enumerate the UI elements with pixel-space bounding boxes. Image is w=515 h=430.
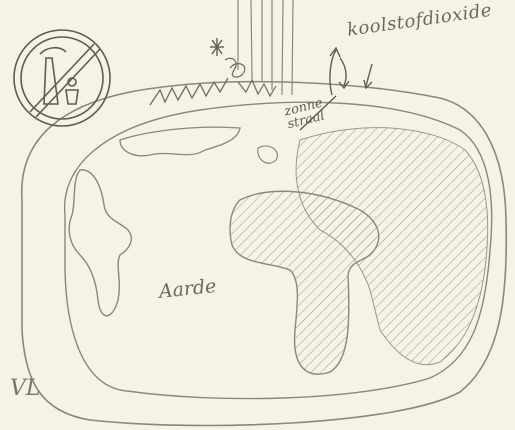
- asterisk-icon: [210, 38, 224, 56]
- sun-rays: [238, 0, 293, 95]
- scribble-mark: [225, 58, 245, 77]
- continent-small: [258, 146, 278, 163]
- no-pollution-sign-icon: [14, 30, 110, 126]
- continent-africa: [230, 191, 379, 374]
- label-corner-initials: VL: [10, 378, 41, 400]
- continent-americas: [69, 170, 131, 316]
- continent-north: [120, 127, 240, 156]
